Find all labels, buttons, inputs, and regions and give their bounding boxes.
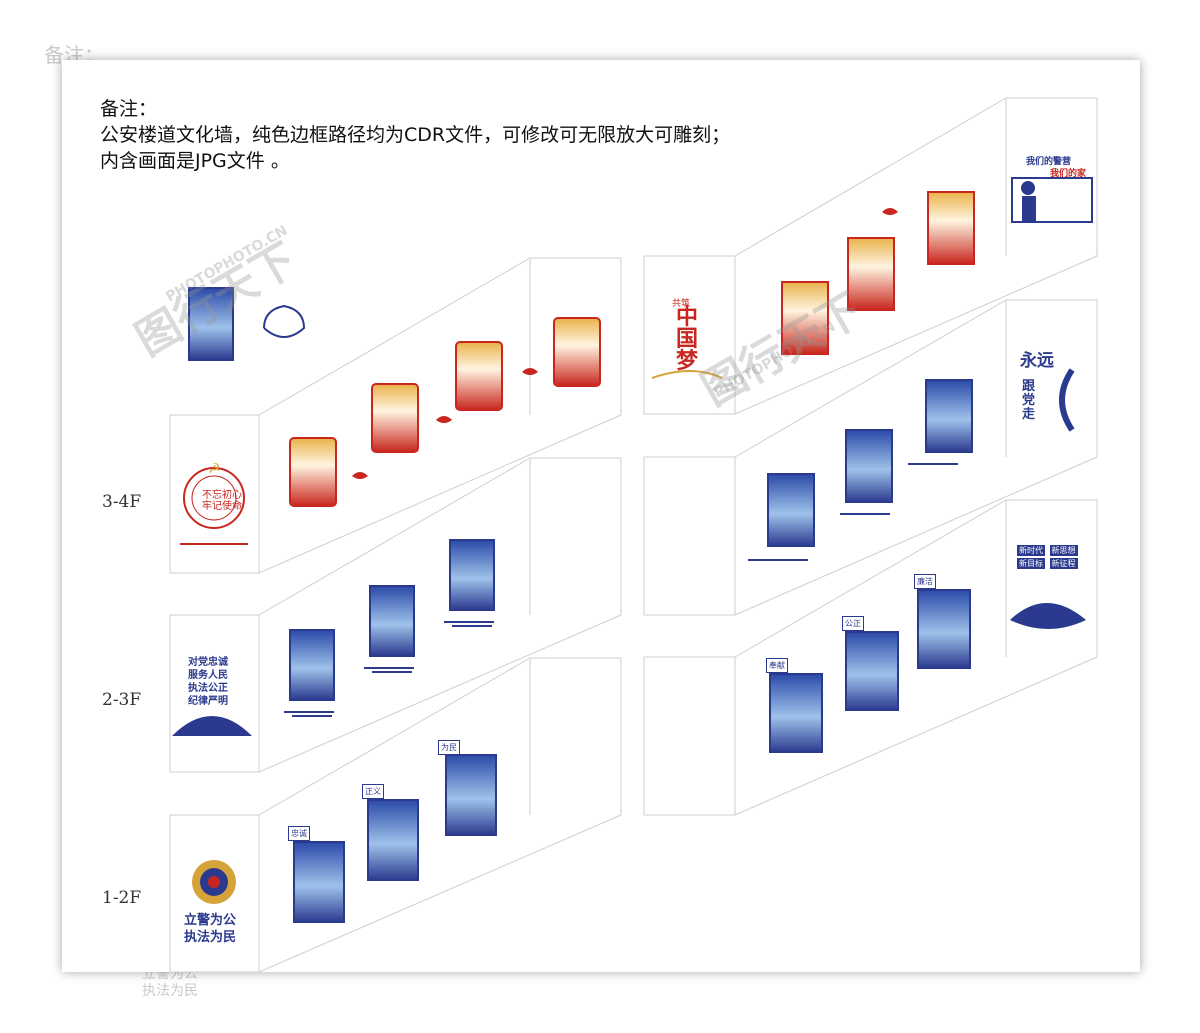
svg-text:☭: ☭ bbox=[208, 461, 221, 477]
right-walls bbox=[643, 97, 1098, 816]
police-motto-line-1: 立警为公 bbox=[184, 913, 237, 928]
tiananmen-silhouette bbox=[172, 716, 252, 736]
values-row: 执法公正 bbox=[188, 683, 228, 694]
new-era-item: 新时代 bbox=[1017, 545, 1045, 556]
new-era-item: 新征程 bbox=[1049, 558, 1078, 569]
design-card: 备注： 公安楼道文化墙，纯色边框路径均为CDR文件，可修改可无限放大可雕刻； 内… bbox=[62, 60, 1140, 972]
police-motto: 立警为公 执法为民 bbox=[184, 912, 236, 946]
our-home-2: 我们的家 bbox=[1050, 169, 1087, 179]
floor-label-23: 2-3F bbox=[102, 690, 142, 710]
values-row: 对党忠诚 bbox=[188, 657, 228, 668]
new-era-block: 新时代 新思想 新目标 新征程 bbox=[1016, 544, 1094, 570]
tag-posters-12 bbox=[293, 754, 497, 923]
flag-ribbon bbox=[1059, 368, 1075, 432]
new-era-silhouette bbox=[1010, 603, 1086, 629]
new-era-item: 新目标 bbox=[1017, 558, 1045, 569]
police-motto-line-2: 执法为民 bbox=[184, 930, 237, 945]
red-posters bbox=[289, 317, 601, 507]
blue-poster-small bbox=[188, 287, 234, 361]
tag-posters-right-12 bbox=[769, 589, 1086, 753]
follow-party-2: 跟党走 bbox=[1022, 379, 1036, 422]
note-line-3: 内含画面是JPG文件 。 bbox=[100, 150, 290, 172]
party-emblem-panel: ☭ bbox=[180, 461, 248, 545]
left-walls bbox=[169, 257, 622, 972]
our-home-panel bbox=[1011, 177, 1093, 223]
note-block: 备注： 公安楼道文化墙，纯色边框路径均为CDR文件，可修改可无限放大可雕刻； 内… bbox=[100, 96, 730, 174]
ghost-motto-2: 执法为民 bbox=[142, 983, 198, 999]
new-era-item: 新思想 bbox=[1049, 545, 1078, 556]
party-slogan: 不忘初心 牢记使命 bbox=[202, 490, 242, 512]
blue-posters-23 bbox=[172, 539, 495, 736]
tag-right-2: 公正 bbox=[842, 616, 864, 631]
china-dream-title: 中国梦 bbox=[676, 304, 699, 374]
note-line-2: 公安楼道文化墙，纯色边框路径均为CDR文件，可修改可无限放大可雕刻； bbox=[100, 124, 731, 146]
values-row: 纪律严明 bbox=[188, 696, 228, 707]
tag-left-2: 正义 bbox=[362, 784, 384, 799]
tag-left-1: 忠诚 bbox=[288, 826, 310, 841]
stairwell-scene: ☭ bbox=[169, 97, 1098, 972]
china-dream-top: 共筑 bbox=[672, 299, 691, 309]
tag-right-1: 奉献 bbox=[766, 658, 788, 673]
our-home-1: 我们的警营 bbox=[1026, 157, 1072, 167]
values-block: 对党忠诚 服务人民 执法公正 纪律严明 bbox=[188, 656, 228, 708]
tag-right-3: 廉洁 bbox=[914, 574, 936, 589]
floor-label-12: 1-2F bbox=[102, 888, 142, 908]
tag-left-3: 为民 bbox=[438, 740, 460, 755]
note-title: 备注： bbox=[100, 98, 158, 120]
china-dream-frames bbox=[651, 191, 975, 379]
floor-label-34: 3-4F bbox=[102, 492, 142, 512]
blue-posters-right-23 bbox=[748, 368, 1075, 561]
police-emblem bbox=[192, 860, 236, 904]
lotus-ornament bbox=[263, 304, 306, 338]
follow-party-1: 永远 bbox=[1020, 351, 1054, 371]
values-row: 服务人民 bbox=[188, 670, 228, 681]
